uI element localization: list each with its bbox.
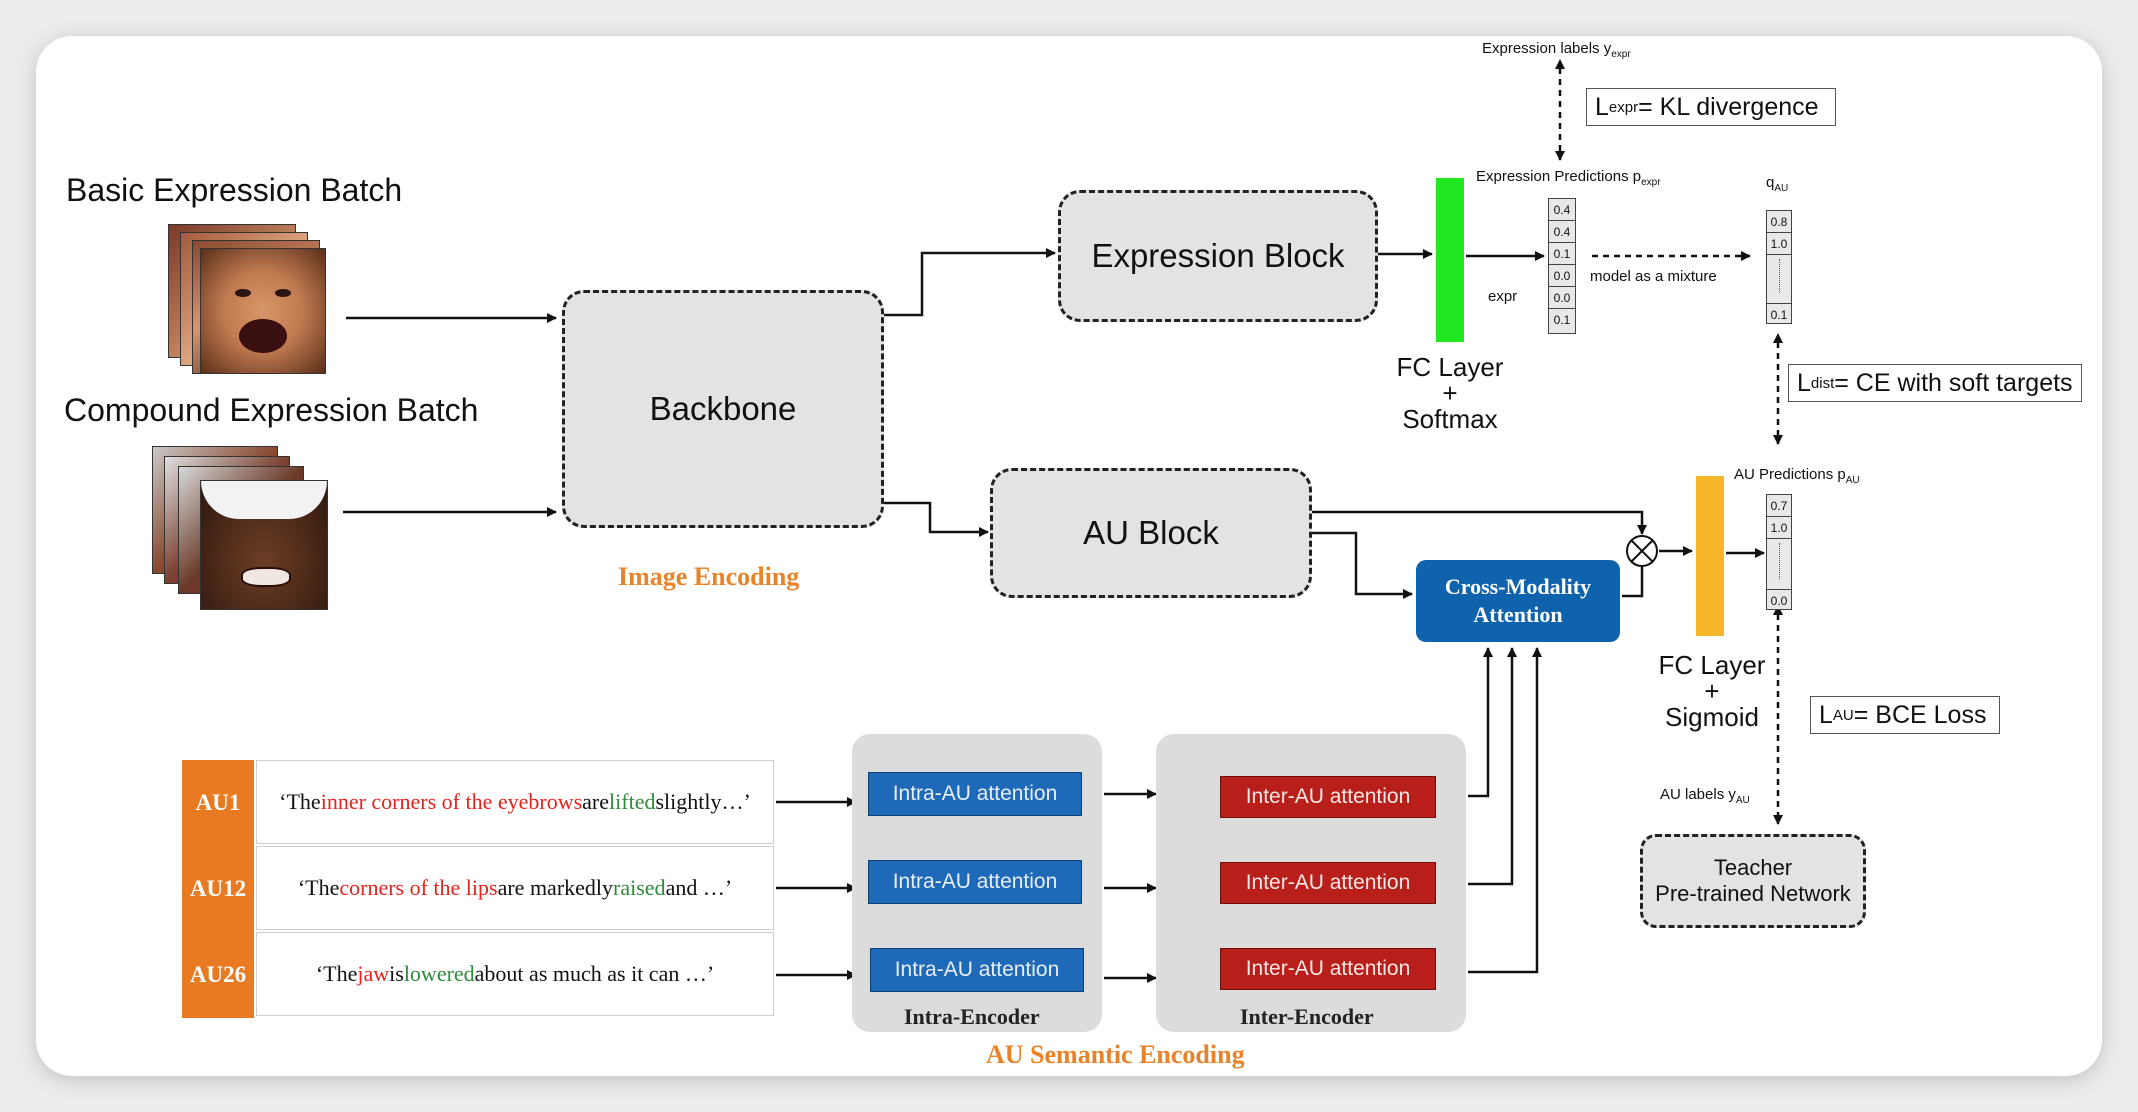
expr-predictions-text: Expression Predictions pexpr xyxy=(1476,168,1661,188)
inter-attention-box: Inter-AU attention xyxy=(1220,948,1436,990)
arrow-au-to-multiply xyxy=(1312,510,1647,535)
fc-softmax-bar xyxy=(1436,178,1464,342)
cross-modality-attention: Cross-Modality Attention xyxy=(1416,560,1620,642)
au-tag: AU26 xyxy=(182,932,254,1018)
multiply-icon xyxy=(1626,535,1658,567)
fc-sigmoid-bar xyxy=(1696,476,1724,636)
au-tag: AU12 xyxy=(182,846,254,932)
arrow-inter2-to-cma xyxy=(1468,647,1517,886)
image-encoding-label: Image Encoding xyxy=(618,562,800,591)
inter-encoder-title: Inter-Encoder xyxy=(1240,1004,1374,1029)
backbone-block: Backbone xyxy=(562,290,884,528)
basic-batch-title: Basic Expression Batch xyxy=(66,172,403,208)
expression-block-label: Expression Block xyxy=(1091,237,1345,274)
arrow-inter1-to-cma xyxy=(1468,647,1493,798)
arrow-au-to-cma xyxy=(1312,531,1413,599)
teacher-label-line2: Pre-trained Network xyxy=(1655,881,1851,906)
au-labels-text: AU labels yAU xyxy=(1660,786,1750,806)
mixture-label: model as a mixture xyxy=(1590,268,1717,285)
intra-attention-box: Intra-AU attention xyxy=(870,948,1084,992)
line-cma-to-multiply xyxy=(1622,566,1644,598)
au-tag: AU1 xyxy=(182,760,254,846)
teacher-network-block: Teacher Pre-trained Network xyxy=(1640,834,1866,928)
expr-short-label: expr xyxy=(1488,288,1518,305)
fc-softmax-caption: FC Layer+Softmax xyxy=(1396,352,1504,434)
au-predictions-text: AU Predictions pAU xyxy=(1734,466,1860,486)
au-description: ‘The jaw is lowered about as much as it … xyxy=(256,932,774,1016)
intra-attention-box: Intra-AU attention xyxy=(868,860,1082,904)
expr-labels-text: Expression labels yexpr xyxy=(1482,40,1631,60)
face-basic-front xyxy=(200,248,326,374)
inter-attention-box: Inter-AU attention xyxy=(1220,776,1436,818)
backbone-label: Backbone xyxy=(649,390,797,427)
inter-attention-box: Inter-AU attention xyxy=(1220,862,1436,904)
au-prediction-vector: 0.7 1.0 0.0 xyxy=(1766,494,1792,610)
expr-prediction-vector: 0.4 0.4 0.1 0.0 0.0 0.1 xyxy=(1548,198,1576,334)
face-compound-front xyxy=(200,480,328,610)
compound-batch-title: Compound Expression Batch xyxy=(64,392,479,428)
q-au-label: qAU xyxy=(1766,174,1789,194)
au-description: ‘The corners of the lips are markedly ra… xyxy=(256,846,774,930)
intra-attention-box: Intra-AU attention xyxy=(868,772,1082,816)
arrow-backbone-to-expression xyxy=(884,248,1056,317)
q-au-vector: 0.8 1.0 0.1 xyxy=(1766,210,1792,324)
fc-sigmoid-caption: FC Layer+Sigmoid xyxy=(1658,650,1766,732)
expression-block: Expression Block xyxy=(1058,190,1378,322)
teacher-label-line1: Teacher xyxy=(1713,855,1793,880)
intra-encoder-title: Intra-Encoder xyxy=(904,1004,1040,1029)
au-semantic-encoding-label: AU Semantic Encoding xyxy=(986,1040,1245,1069)
au-block-label: AU Block xyxy=(1083,514,1219,551)
arrow-inter3-to-cma xyxy=(1468,647,1542,974)
au-block: AU Block xyxy=(990,468,1312,598)
au-description: ‘The inner corners of the eyebrows are l… xyxy=(256,760,774,844)
arrow-backbone-to-au xyxy=(884,501,989,537)
